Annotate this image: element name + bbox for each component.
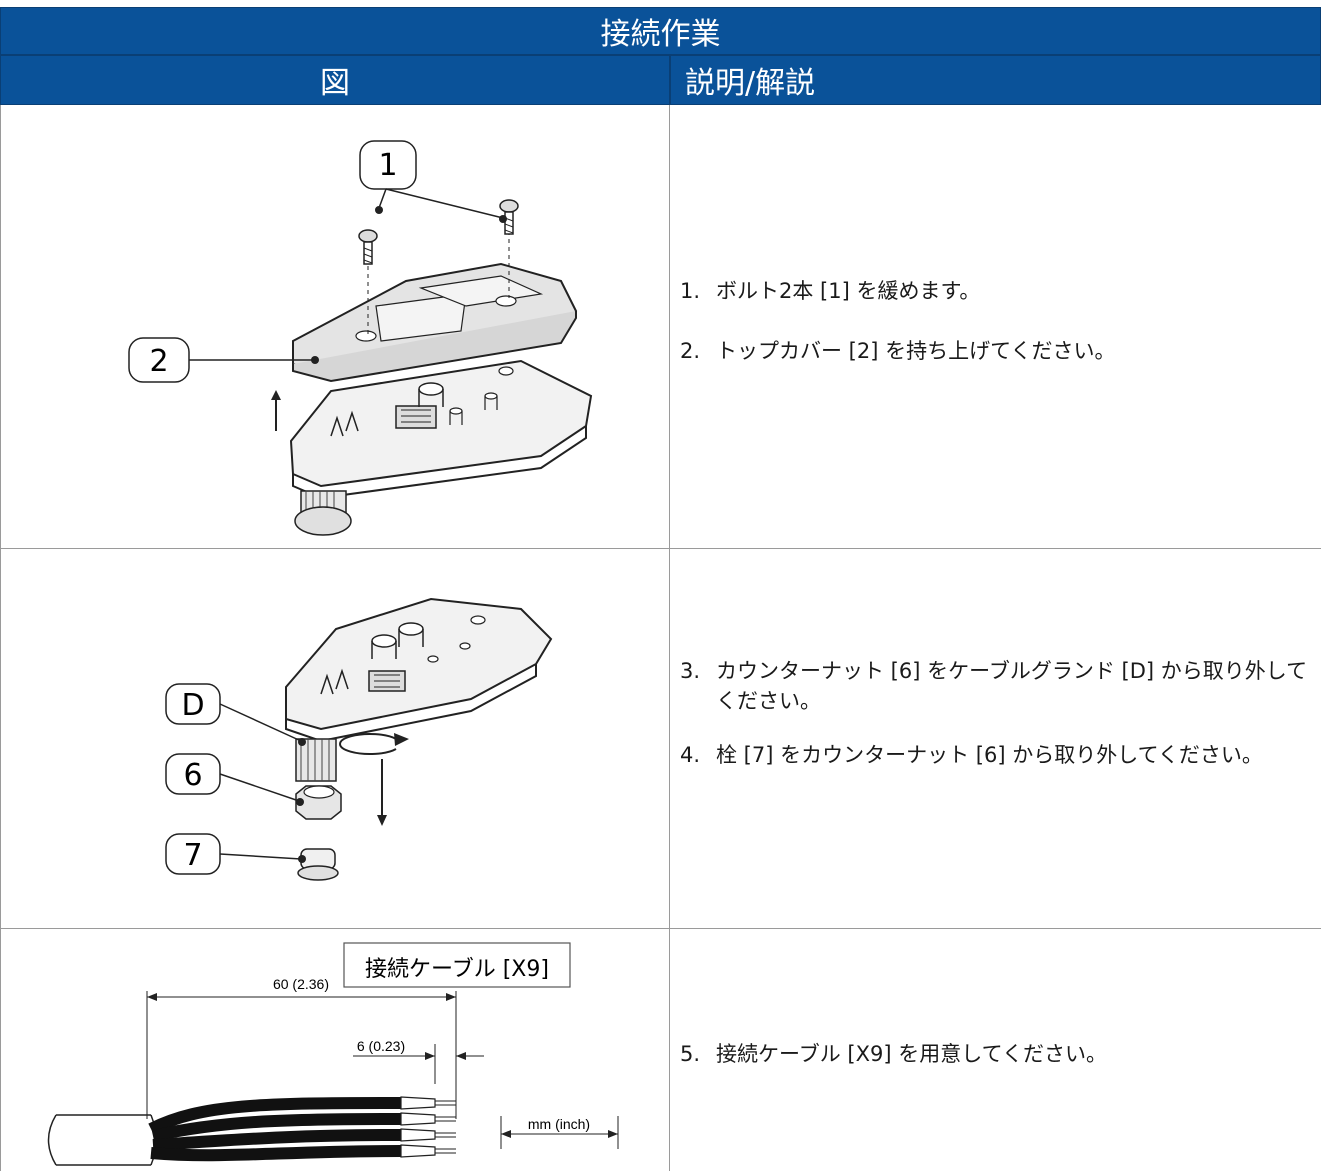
callout-d: D [181, 688, 204, 723]
counternut-illustration: D 6 7 [165, 597, 553, 881]
step-number: 3. [680, 659, 701, 683]
unit-label: mm (inch) [528, 1116, 590, 1132]
figure-remove-cover: 1 2 [1, 106, 669, 548]
steps-group-2: 3. カウンターナット [6] をケーブルグランド [D] から取り外してくださ… [680, 656, 1316, 770]
screw-icon [499, 199, 519, 235]
step-text: ボルト2本 [1] を緩めます。 [716, 279, 981, 303]
table-title: 接続作業 [0, 7, 1321, 55]
column-header-figure: 図 [0, 55, 670, 105]
list-item: 3. カウンターナット [6] をケーブルグランド [D] から取り外してくださ… [680, 656, 1316, 716]
row-divider [0, 548, 1321, 549]
column-header-description: 説明/解説 [670, 55, 1321, 105]
step-text: 接続ケーブル [X9] を用意してください。 [716, 1042, 1107, 1066]
cable-label: 接続ケーブル [X9] [365, 957, 549, 982]
step-number: 2. [680, 339, 701, 363]
figure-cable-dimensions: 接続ケーブル [X9] 60 (2.36) 6 (0.23) [1, 929, 669, 1171]
step-number: 5. [680, 1042, 701, 1066]
list-item: 1. ボルト2本 [1] を緩めます。 [680, 276, 1316, 306]
steps-group-1: 1. ボルト2本 [1] を緩めます。 2. トップカバー [2] を持ち上げて… [680, 276, 1316, 366]
callout-7: 7 [183, 838, 202, 873]
step-text: カウンターナット [6] をケーブルグランド [D] から取り外してください。 [716, 659, 1308, 713]
row-divider [0, 928, 1321, 929]
steps-group-3: 5. 接続ケーブル [X9] を用意してください。 [680, 1039, 1316, 1069]
dim-overall: 60 (2.36) [273, 976, 329, 992]
screw-icon [358, 229, 378, 265]
figure-remove-counternut: D 6 7 [1, 549, 669, 928]
list-item: 4. 栓 [7] をカウンターナット [6] から取り外してください。 [680, 740, 1316, 770]
list-item: 2. トップカバー [2] を持ち上げてください。 [680, 336, 1316, 366]
callout-1: 1 [378, 148, 397, 183]
dim-strip: 6 (0.23) [357, 1038, 405, 1054]
table-left-border [0, 105, 1, 1171]
step-text: 栓 [7] をカウンターナット [6] から取り外してください。 [716, 743, 1263, 767]
cover-illustration: 1 2 [128, 140, 593, 536]
callout-2: 2 [149, 344, 168, 379]
column-divider [669, 105, 670, 1171]
step-text: トップカバー [2] を持ち上げてください。 [716, 339, 1116, 363]
step-number: 1. [680, 279, 701, 303]
callout-6: 6 [183, 758, 202, 793]
cable-dimension-drawing: 接続ケーブル [X9] 60 (2.36) 6 (0.23) [47, 942, 619, 1166]
step-number: 4. [680, 743, 701, 767]
list-item: 5. 接続ケーブル [X9] を用意してください。 [680, 1039, 1316, 1069]
